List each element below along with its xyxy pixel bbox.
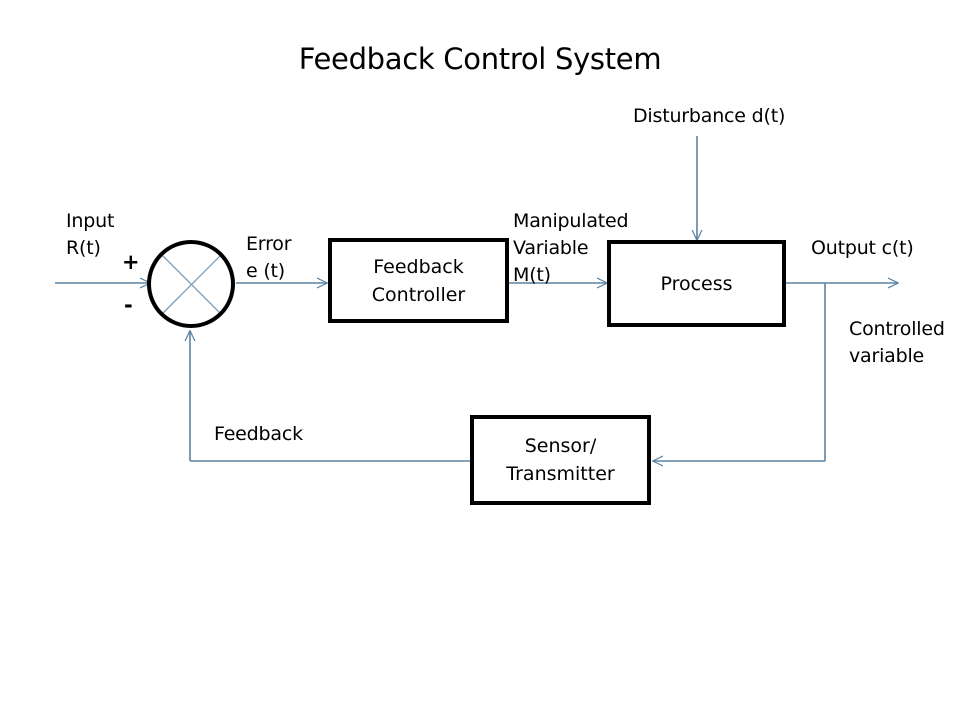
- label-input: Input R(t): [66, 210, 115, 259]
- label-output: Output c(t): [811, 237, 914, 259]
- label-controlled-variable: Controlled variable: [849, 318, 945, 367]
- block-sensor-transmitter[interactable]: Sensor/ Transmitter: [470, 415, 651, 505]
- page-title: Feedback Control System: [298, 42, 662, 76]
- label-feedback: Feedback: [214, 423, 303, 445]
- block-sensor-transmitter-line-2: Transmitter: [506, 463, 615, 485]
- label-error: Error e (t): [246, 233, 292, 282]
- block-sensor-transmitter-line-1: Sensor/: [524, 435, 597, 457]
- label-manipulated-variable: Manipulated Variable M(t): [513, 210, 629, 286]
- block-feedback-controller-line-2: Controller: [371, 283, 466, 306]
- block-process[interactable]: Process: [607, 240, 786, 327]
- label-disturbance: Disturbance d(t): [633, 105, 786, 127]
- block-process-line-1: Process: [660, 272, 733, 295]
- summing-junction[interactable]: [147, 240, 235, 328]
- summing-junction-minus-sign: -: [124, 293, 133, 317]
- block-feedback-controller-line-1: Feedback: [373, 255, 464, 278]
- summing-junction-plus-sign: +: [122, 250, 140, 274]
- block-feedback-controller[interactable]: Feedback Controller: [328, 238, 509, 323]
